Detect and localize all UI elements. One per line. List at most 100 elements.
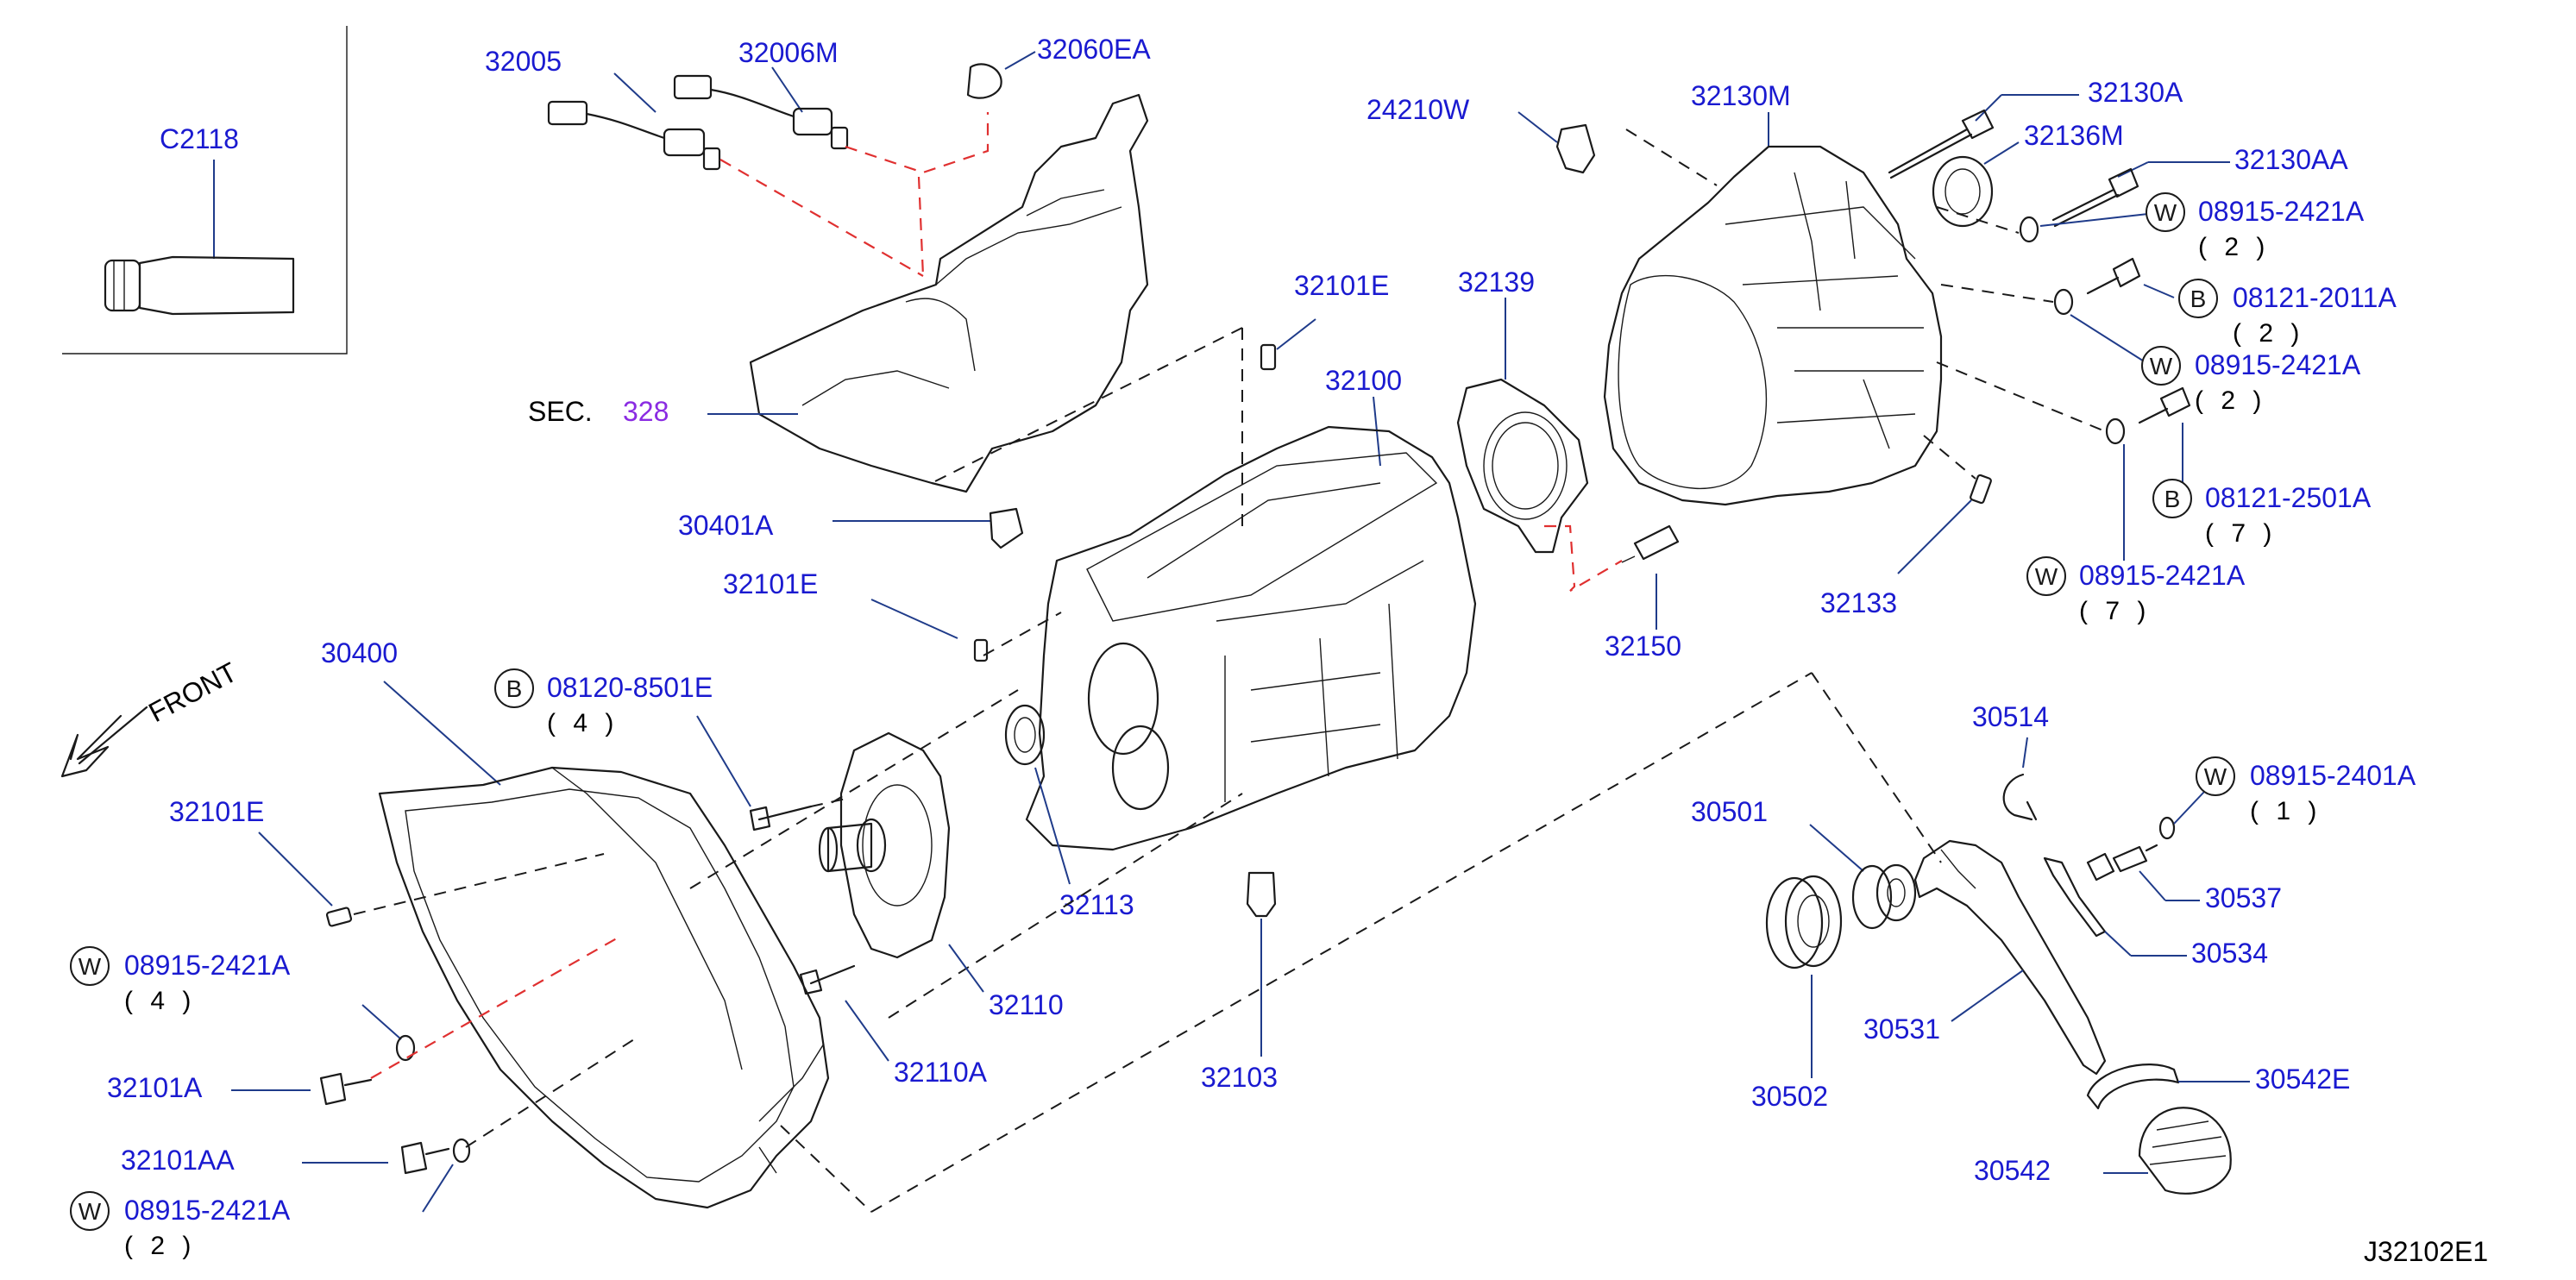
part-label-24210w[interactable]: 24210W (1367, 94, 1470, 125)
part-label-32110a[interactable]: 32110A (894, 1057, 988, 1088)
clip-24210w (1555, 123, 1596, 174)
bolt-b3 (749, 805, 813, 831)
leader-24210w (1517, 111, 1558, 143)
part-label-32005[interactable]: 32005 (485, 46, 562, 77)
washer-w3 (2105, 417, 2126, 445)
bolt-b2 (2138, 386, 2191, 424)
qty-w2: ( 2 ) (2195, 386, 2266, 415)
leader-30514 (2022, 737, 2028, 769)
part-label-32110[interactable]: 32110 (989, 989, 1064, 1020)
symbol-w2: W (2150, 353, 2173, 380)
plug-30401a (989, 507, 1024, 549)
part-label-30401a[interactable]: 30401A (678, 510, 774, 541)
leader-32060ea (1004, 51, 1036, 70)
part-label-32100[interactable]: 32100 (1325, 365, 1402, 396)
leader-32130a (1975, 94, 2002, 122)
part-label-30514[interactable]: 30514 (1972, 701, 2049, 732)
red-dash-32101a (370, 935, 622, 1079)
bolt-32130aa (2051, 167, 2139, 228)
diagram-code: J32102E1 (2364, 1236, 2488, 1267)
part-label-32101e-top[interactable]: 32101E (1294, 270, 1389, 301)
part-label-30531[interactable]: 30531 (1863, 1013, 1940, 1045)
front-label: FRONT (143, 656, 242, 729)
dash-32133 (1923, 435, 1976, 480)
dash-front-top (689, 689, 1019, 889)
bolt-32150 (1621, 524, 1680, 563)
part-label-32130aa[interactable]: 32130AA (2234, 144, 2348, 175)
housing-hardware: 24210W 32130A 32136M 32130AA (1367, 77, 2348, 618)
inset-border (62, 26, 348, 355)
dash-32101aa (465, 1038, 635, 1148)
part-label-32101a[interactable]: 32101A (107, 1072, 203, 1103)
leader-30534 (2104, 931, 2132, 957)
part-number-b3[interactable]: 08120-8501E (547, 672, 713, 703)
part-label-32103[interactable]: 32103 (1201, 1062, 1278, 1093)
dowel-pin-32101e-left (325, 907, 353, 927)
bolt-32110a (799, 964, 856, 995)
gasket-group: 32139 32150 (1456, 267, 1681, 662)
leader-32101e-left (258, 831, 333, 907)
leader-w5 (422, 1164, 454, 1213)
part-label-32133[interactable]: 32133 (1820, 587, 1897, 618)
leader-32110 (948, 944, 984, 993)
bolt-32101a (319, 1072, 373, 1106)
part-number-w6[interactable]: 08915-2401A (2250, 760, 2416, 791)
leader-32005 (613, 72, 657, 113)
part-label-32060ea[interactable]: 32060EA (1037, 34, 1151, 65)
red-dash-32150 (1544, 524, 1623, 592)
qty-w3: ( 7 ) (2079, 597, 2151, 625)
washer-w6 (2158, 816, 2176, 840)
part-label-32130a[interactable]: 32130A (2088, 77, 2183, 108)
part-label-32101aa[interactable]: 32101AA (121, 1145, 235, 1176)
part-label-32150[interactable]: 32150 (1605, 631, 1681, 662)
red-dash-vertical (917, 176, 925, 277)
part-label-c2118[interactable]: C2118 (160, 123, 239, 154)
leader-b1 (2143, 284, 2175, 298)
red-dash-32005 (719, 159, 924, 277)
section-prefix: SEC. (528, 396, 593, 427)
part-number-w1[interactable]: 08915-2421A (2198, 196, 2365, 227)
part-label-30400[interactable]: 30400 (321, 637, 398, 668)
part-label-32136m[interactable]: 32136M (2024, 120, 2124, 151)
part-label-32006m[interactable]: 32006M (738, 37, 839, 68)
part-number-w3[interactable]: 08915-2421A (2079, 560, 2246, 591)
symbol-w3: W (2035, 563, 2058, 590)
part-label-30537[interactable]: 30537 (2205, 882, 2282, 913)
part-label-30502[interactable]: 30502 (1751, 1081, 1828, 1112)
qty-w5: ( 2 ) (124, 1232, 196, 1260)
clutch-housing-30400: 30400 (321, 637, 1942, 1213)
withdrawal-lever-30531 (1913, 839, 2107, 1076)
part-label-30534[interactable]: 30534 (2191, 938, 2268, 969)
callout-b1: B 08121-2011A ( 2 ) (2178, 279, 2397, 348)
part-number-b1[interactable]: 08121-2011A (2233, 282, 2397, 313)
part-number-w4[interactable]: 08915-2421A (124, 950, 291, 981)
switches-group: 32005 32006M 32060EA (485, 34, 1151, 277)
part-label-32113[interactable]: 32113 (1059, 889, 1134, 920)
washer-w5 (452, 1138, 471, 1164)
part-label-30501[interactable]: 30501 (1691, 796, 1768, 827)
drain-plug-32103 (1246, 871, 1277, 918)
part-number-w5[interactable]: 08915-2421A (124, 1195, 291, 1226)
leader-32101e-top (1276, 318, 1316, 350)
bolt-32101aa (400, 1141, 450, 1175)
leader-b3 (696, 715, 751, 807)
symbol-b3: B (506, 675, 523, 702)
harness-clip-32060ea (966, 63, 1002, 99)
part-label-32130m[interactable]: 32130M (1691, 80, 1791, 111)
section-number-link[interactable]: 328 (623, 396, 669, 427)
leader-30501 (1809, 824, 1864, 872)
part-label-32101e-left[interactable]: 32101E (169, 796, 264, 827)
part-label-32139[interactable]: 32139 (1458, 267, 1535, 298)
part-label-32101e-mid[interactable]: 32101E (723, 568, 818, 599)
part-label-30542[interactable]: 30542 (1974, 1155, 2051, 1186)
part-label-30542e[interactable]: 30542E (2255, 1064, 2350, 1095)
part-number-w2[interactable]: 08915-2421A (2195, 349, 2361, 380)
qty-w1: ( 2 ) (2198, 233, 2270, 261)
release-bearing-30502 (1765, 875, 1843, 969)
dash-dowel-left (353, 853, 605, 915)
symbol-w5: W (79, 1198, 102, 1225)
transmission-case-32100: 32101E 32100 (931, 270, 1477, 851)
front-cover-32110 (818, 731, 951, 959)
part-number-b2[interactable]: 08121-2501A (2205, 482, 2372, 513)
